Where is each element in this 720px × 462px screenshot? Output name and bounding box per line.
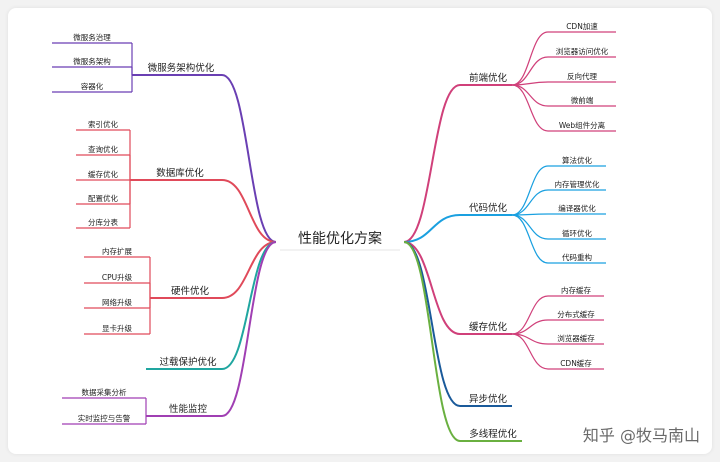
- leaf-connector: [511, 295, 549, 335]
- leaf-node: 微服务治理: [73, 32, 111, 42]
- leaf-connector: [511, 333, 549, 370]
- leaf-node: 查询优化: [88, 144, 118, 154]
- leaf-connector: [511, 319, 549, 335]
- branch-connector: [221, 179, 277, 243]
- branch-connector: [403, 241, 461, 335]
- branch-node: 代码优化: [469, 202, 508, 214]
- leaf-node: 实时监控与告警: [78, 413, 131, 423]
- branch-connector: [403, 214, 461, 243]
- leaf-node: 微前端: [571, 95, 594, 105]
- leaf-node: 缓存优化: [88, 169, 118, 179]
- root-node: 性能优化方案: [298, 230, 382, 247]
- leaf-node: 循环优化: [562, 228, 592, 238]
- leaf-node: 配置优化: [88, 193, 118, 203]
- leaf-connector: [511, 165, 549, 216]
- branch-connector: [221, 241, 277, 417]
- leaf-node: 分库分表: [88, 217, 118, 227]
- leaf-node: 编译器优化: [558, 203, 596, 213]
- leaf-node: CDN缓存: [560, 358, 592, 368]
- branch-node: 过载保护优化: [159, 356, 217, 368]
- branch-connector: [221, 241, 277, 299]
- leaf-node: Web组件分离: [559, 120, 606, 130]
- branch-connector: [403, 84, 461, 243]
- leaf-node: 网络升级: [102, 297, 132, 307]
- leaf-connector: [511, 214, 549, 264]
- branch-node: 多线程优化: [469, 428, 517, 440]
- branch-node: 异步优化: [469, 393, 508, 405]
- branch-node: 数据库优化: [156, 167, 204, 179]
- branch-connector: [221, 241, 277, 370]
- leaf-node: 数据采集分析: [82, 387, 127, 397]
- leaf-node: 内存扩展: [102, 246, 132, 256]
- watermark: 知乎 @牧马南山: [582, 426, 700, 445]
- leaf-node: 浏览器访问优化: [556, 46, 609, 56]
- leaf-connector: [511, 56, 549, 86]
- leaf-node: CPU升级: [102, 272, 133, 282]
- leaf-node: 索引优化: [88, 119, 118, 129]
- leaf-node: 显卡升级: [102, 323, 132, 333]
- leaf-connector: [511, 214, 549, 240]
- branch-node: 前端优化: [469, 72, 508, 84]
- branch-connector: [403, 241, 461, 442]
- leaf-connector: [511, 84, 549, 107]
- leaf-node: 微服务架构: [73, 56, 111, 66]
- leaf-node: 内存管理优化: [555, 179, 600, 189]
- branch-node: 性能监控: [169, 403, 208, 415]
- branch-node: 硬件优化: [171, 285, 210, 297]
- leaf-node: 代码重构: [562, 252, 592, 262]
- leaf-node: 浏览器缓存: [557, 333, 595, 343]
- leaf-node: CDN加速: [566, 21, 598, 31]
- branch-connector: [221, 74, 277, 243]
- branch-connector: [403, 241, 461, 407]
- leaf-connector: [511, 189, 549, 216]
- leaf-node: 分布式缓存: [557, 309, 595, 319]
- leaf-connector: [511, 84, 549, 132]
- leaf-connector: [511, 31, 549, 86]
- branch-node: 缓存优化: [469, 321, 508, 333]
- branch-node: 微服务架构优化: [148, 62, 215, 74]
- leaf-node: 算法优化: [562, 155, 592, 165]
- leaf-node: 内存缓存: [561, 285, 591, 295]
- leaf-node: 反向代理: [567, 71, 597, 81]
- leaf-node: 容器化: [81, 81, 104, 91]
